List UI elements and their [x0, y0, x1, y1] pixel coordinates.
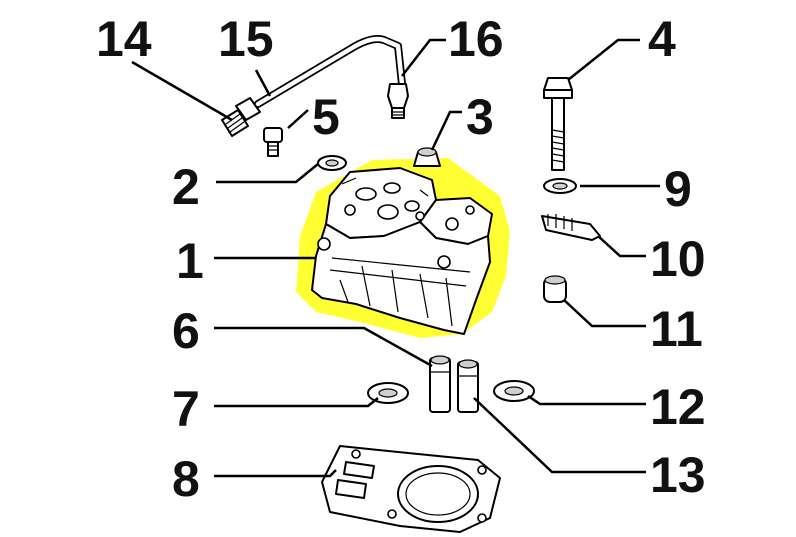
leader-10	[597, 235, 646, 258]
callout-11: 11	[650, 301, 703, 357]
leader-6	[214, 326, 433, 368]
leader-5	[287, 109, 309, 129]
callout-16: 16	[448, 11, 504, 67]
valve-stem-seal-part[interactable]	[413, 147, 441, 167]
sealing-washer-part[interactable]	[317, 155, 347, 171]
callout-4: 4	[648, 11, 676, 67]
callout-15: 15	[218, 11, 274, 67]
valve-guide-13-part[interactable]	[457, 359, 479, 413]
fuel-pipe-part[interactable]	[254, 35, 406, 108]
head-bolt-part[interactable]	[543, 77, 573, 171]
leader-2	[216, 163, 319, 184]
leader-7	[214, 397, 379, 408]
callout-6: 6	[172, 303, 200, 359]
rubber-block-part[interactable]	[541, 214, 601, 241]
injector-fitting-part[interactable]	[221, 97, 261, 137]
socket-screw-part[interactable]	[263, 127, 283, 157]
valve-guide-6-part[interactable]	[429, 355, 451, 413]
leader-8	[214, 469, 337, 478]
washer-12-part[interactable]	[493, 380, 535, 402]
callout-5: 5	[312, 89, 340, 145]
callout-7: 7	[172, 381, 200, 437]
leader-11	[563, 299, 646, 328]
leader-3	[430, 110, 462, 151]
callout-14: 14	[96, 11, 152, 67]
callout-3: 3	[466, 89, 494, 145]
leader-13	[473, 397, 646, 474]
callout-12: 12	[650, 379, 706, 435]
leader-12	[527, 394, 646, 406]
callout-1: 1	[176, 233, 204, 289]
pipe-union-part[interactable]	[387, 83, 409, 119]
callout-9: 9	[664, 161, 692, 217]
leader-15	[254, 69, 272, 97]
callout-2: 2	[172, 159, 200, 215]
callout-10: 10	[650, 231, 706, 287]
leader-4	[567, 38, 640, 81]
callout-8: 8	[172, 451, 200, 507]
washer-9-part[interactable]	[543, 178, 577, 194]
leader-14	[131, 60, 233, 122]
bushing-part[interactable]	[543, 275, 567, 303]
head-gasket-part[interactable]	[321, 445, 501, 533]
cylinder-head-part[interactable]	[311, 167, 493, 335]
callout-13: 13	[650, 447, 706, 503]
leader-16	[401, 38, 446, 77]
leader-lines	[131, 38, 660, 478]
